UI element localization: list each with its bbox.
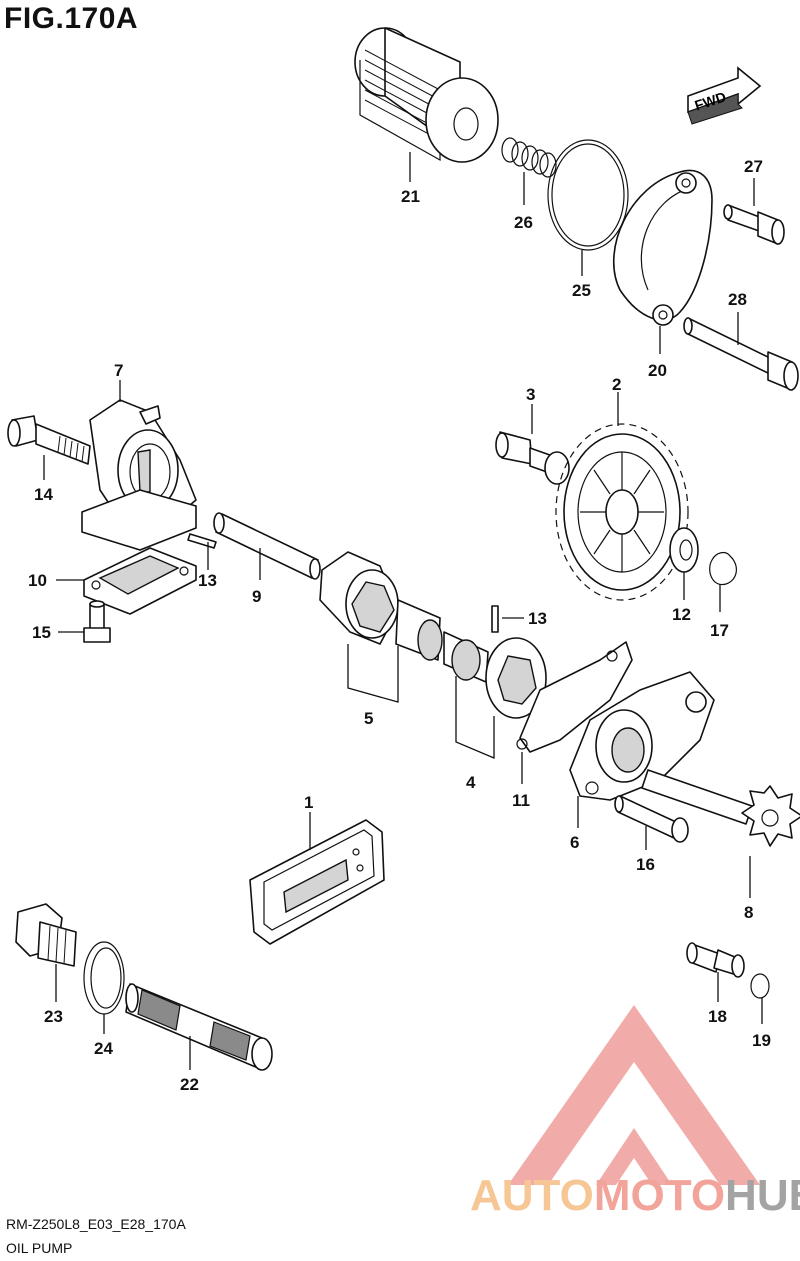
drain-o-ring-part bbox=[83, 941, 125, 1015]
o-ring-part bbox=[547, 139, 629, 251]
callout-25: 25 bbox=[572, 281, 591, 300]
circlip-part bbox=[709, 551, 737, 586]
callout-3: 3 bbox=[526, 385, 535, 404]
callout-12: 12 bbox=[672, 605, 691, 624]
long-bolt-part bbox=[683, 317, 799, 391]
watermark: AUTOMOTOHUB bbox=[470, 1005, 800, 1220]
watermark-triangle-logo bbox=[508, 1005, 760, 1185]
callout-23: 23 bbox=[44, 1007, 63, 1026]
callout-10: 10 bbox=[28, 571, 47, 590]
oil-jet-part bbox=[686, 942, 745, 978]
gasket-part bbox=[83, 547, 197, 615]
watermark-moto: MOTO bbox=[594, 1171, 725, 1220]
callout-28: 28 bbox=[728, 290, 747, 309]
watermark-auto: AUTO bbox=[470, 1171, 594, 1220]
bolt-3-part bbox=[495, 431, 570, 485]
callout-2: 2 bbox=[612, 375, 621, 394]
bolt-15-part bbox=[83, 600, 111, 643]
cover-gasket-part bbox=[249, 819, 385, 945]
pin-part-upper bbox=[187, 533, 217, 549]
callout-7: 7 bbox=[114, 361, 123, 380]
driven-gear-part bbox=[555, 423, 689, 601]
callout-16: 16 bbox=[636, 855, 655, 874]
pin-part-lower bbox=[491, 605, 499, 633]
callout-1: 1 bbox=[304, 793, 313, 812]
callout-22: 22 bbox=[180, 1075, 199, 1094]
callout-14: 14 bbox=[34, 485, 53, 504]
small-o-ring-part bbox=[750, 973, 770, 999]
callout-4: 4 bbox=[466, 773, 476, 792]
pump-gear-shaft-part bbox=[641, 769, 800, 847]
callout-20: 20 bbox=[648, 361, 667, 380]
callout-26: 26 bbox=[514, 213, 533, 232]
watermark-hub: HUB bbox=[725, 1171, 800, 1220]
callout-9: 9 bbox=[252, 587, 261, 606]
short-bolt-part bbox=[723, 204, 785, 245]
fwd-arrow-icon: FWD bbox=[687, 66, 762, 125]
callout-17: 17 bbox=[710, 621, 729, 640]
diagram-name: OIL PUMP bbox=[6, 1240, 73, 1256]
pump-case-part bbox=[569, 671, 715, 801]
svg-text:AUTOMOTOHUB: AUTOMOTOHUB bbox=[470, 1171, 800, 1220]
callout-19: 19 bbox=[752, 1031, 771, 1050]
outer-rotor-part bbox=[319, 551, 443, 661]
callout-8: 8 bbox=[744, 903, 753, 922]
callout-11: 11 bbox=[512, 791, 530, 810]
drain-plug-part bbox=[15, 903, 77, 967]
relief-valve-body-part bbox=[81, 399, 197, 551]
inner-rotor-part bbox=[443, 631, 547, 719]
callout-24: 24 bbox=[94, 1039, 113, 1058]
callout-5: 5 bbox=[364, 709, 373, 728]
oil-filter-part bbox=[354, 27, 499, 163]
callout-13-upper: 13 bbox=[198, 571, 217, 590]
figure-title: FIG.170A bbox=[4, 2, 139, 35]
washer-part bbox=[669, 527, 699, 573]
bolt-16-part bbox=[614, 795, 689, 843]
callout-13-lower: 13 bbox=[528, 609, 547, 628]
callout-27: 27 bbox=[744, 157, 763, 176]
callout-21: 21 bbox=[401, 187, 420, 206]
pump-gasket-part bbox=[516, 641, 633, 753]
callout-6: 6 bbox=[570, 833, 579, 852]
bolt-14-part bbox=[7, 415, 91, 465]
shaft-part bbox=[213, 512, 321, 580]
callout-18: 18 bbox=[708, 1007, 727, 1026]
filter-cap-part bbox=[612, 169, 713, 326]
spring-part bbox=[501, 137, 557, 178]
oil-strainer-part bbox=[125, 983, 273, 1071]
callout-15: 15 bbox=[32, 623, 51, 642]
diagram-code: RM-Z250L8_E03_E28_170A bbox=[6, 1216, 186, 1232]
